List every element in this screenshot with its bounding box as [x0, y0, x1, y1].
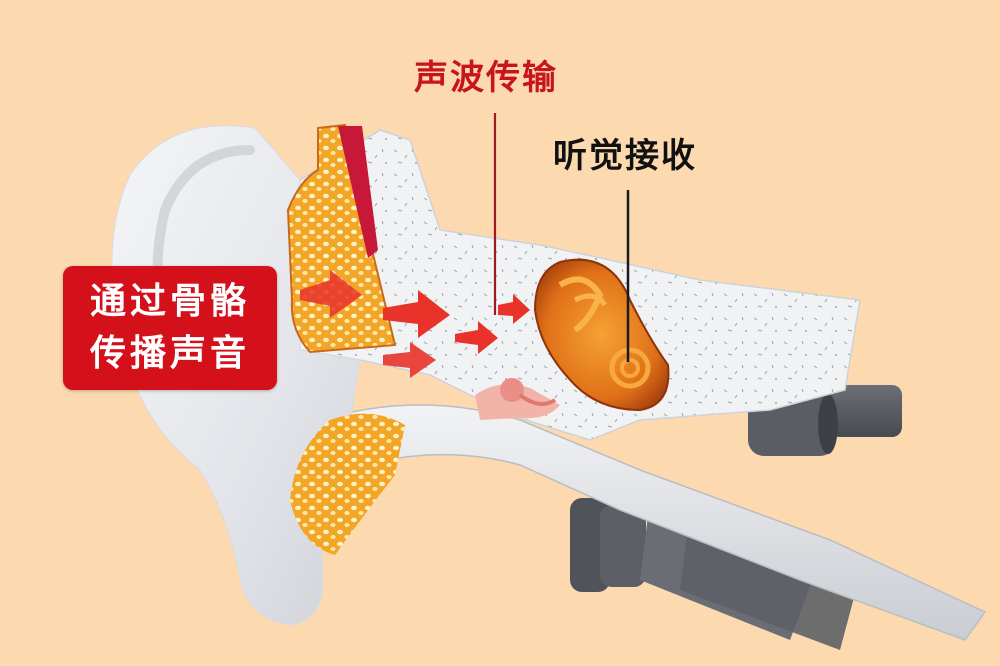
cochlea-inner-ear	[533, 258, 670, 412]
callout-line-1: 通过骨骼	[89, 281, 250, 322]
ear-canal-tube	[319, 404, 987, 641]
callout-bone-conduction: 通过骨骼 传播声音	[63, 266, 277, 390]
label-hearing-reception: 听觉接收	[553, 136, 697, 176]
callout-line-2: 传播声音	[89, 333, 250, 374]
label-sound-wave-transmission: 声波传输	[414, 58, 558, 98]
middle-ear-ossicles	[475, 378, 560, 420]
spongy-bone-lower	[290, 413, 405, 555]
sound-transmission-arrows	[300, 270, 530, 378]
